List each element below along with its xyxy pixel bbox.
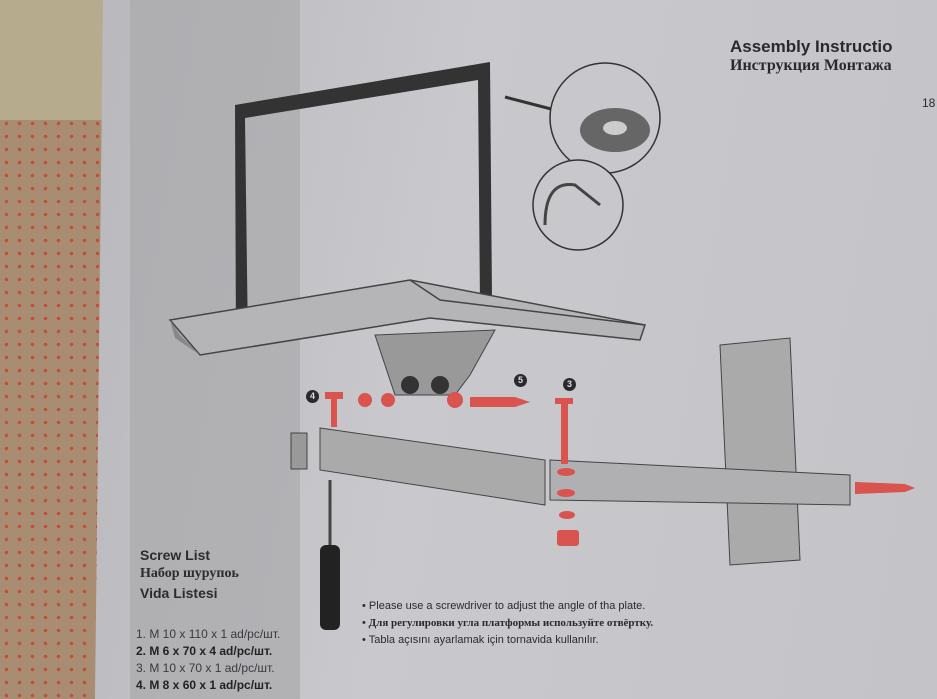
wall-plate [719, 337, 801, 566]
end-cap [290, 432, 308, 470]
note-ru: • Для регулировки угла платформы использ… [362, 617, 654, 629]
page-title: Assembly Instructio [730, 37, 893, 56]
screw-list-title-ru: Набор шурупоь [140, 566, 239, 581]
arm-tube [319, 427, 546, 506]
screw-item: 1. M 10 x 110 x 1 ad/pc/шт. [136, 627, 281, 641]
note-text: Для регулировки угла платформы используй… [368, 617, 654, 629]
page-number: 18 [922, 96, 936, 110]
callout-4: 4 [306, 390, 319, 403]
screw-list-title: Screw List [140, 547, 211, 563]
note-text: Tabla açısını ayarlamak için tornavida k… [368, 634, 599, 646]
background-fabric-top [0, 0, 110, 120]
mount-arm [549, 459, 851, 506]
note-text: Please use a screwdriver to adjust the a… [368, 600, 646, 612]
hardware-red [325, 392, 915, 546]
callout-5: 5 [514, 374, 527, 387]
screw-item: 2. M 6 x 70 x 4 ad/pc/шт. [136, 644, 273, 658]
callout-3: 3 [563, 378, 576, 391]
detail-circle-2 [532, 159, 624, 251]
screw-item: 4. M 8 x 60 x 1 ad/pc/шт. [136, 678, 273, 692]
screwdriver [320, 545, 340, 630]
page-title-ru: Инструкция Монтажа [730, 57, 892, 74]
note-en: • Please use a screwdriver to adjust the… [362, 600, 646, 612]
screw-list-title-tr: Vida Listesi [140, 585, 218, 601]
note-tr: • Tabla açısını ayarlamak için tornavida… [362, 634, 599, 646]
screw-item: 3. M 10 x 70 x 1 ad/pc/шт. [136, 661, 275, 675]
